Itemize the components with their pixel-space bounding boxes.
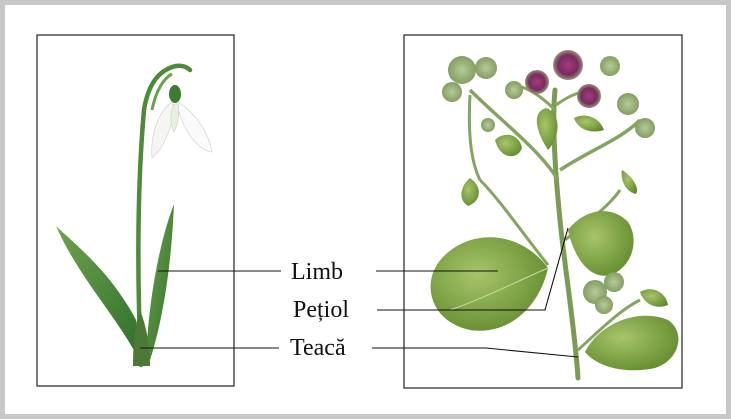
label-petiol: Pețiol [293,298,349,322]
label-teaca: Teacă [290,336,346,360]
label-limb: Limb [291,260,343,284]
